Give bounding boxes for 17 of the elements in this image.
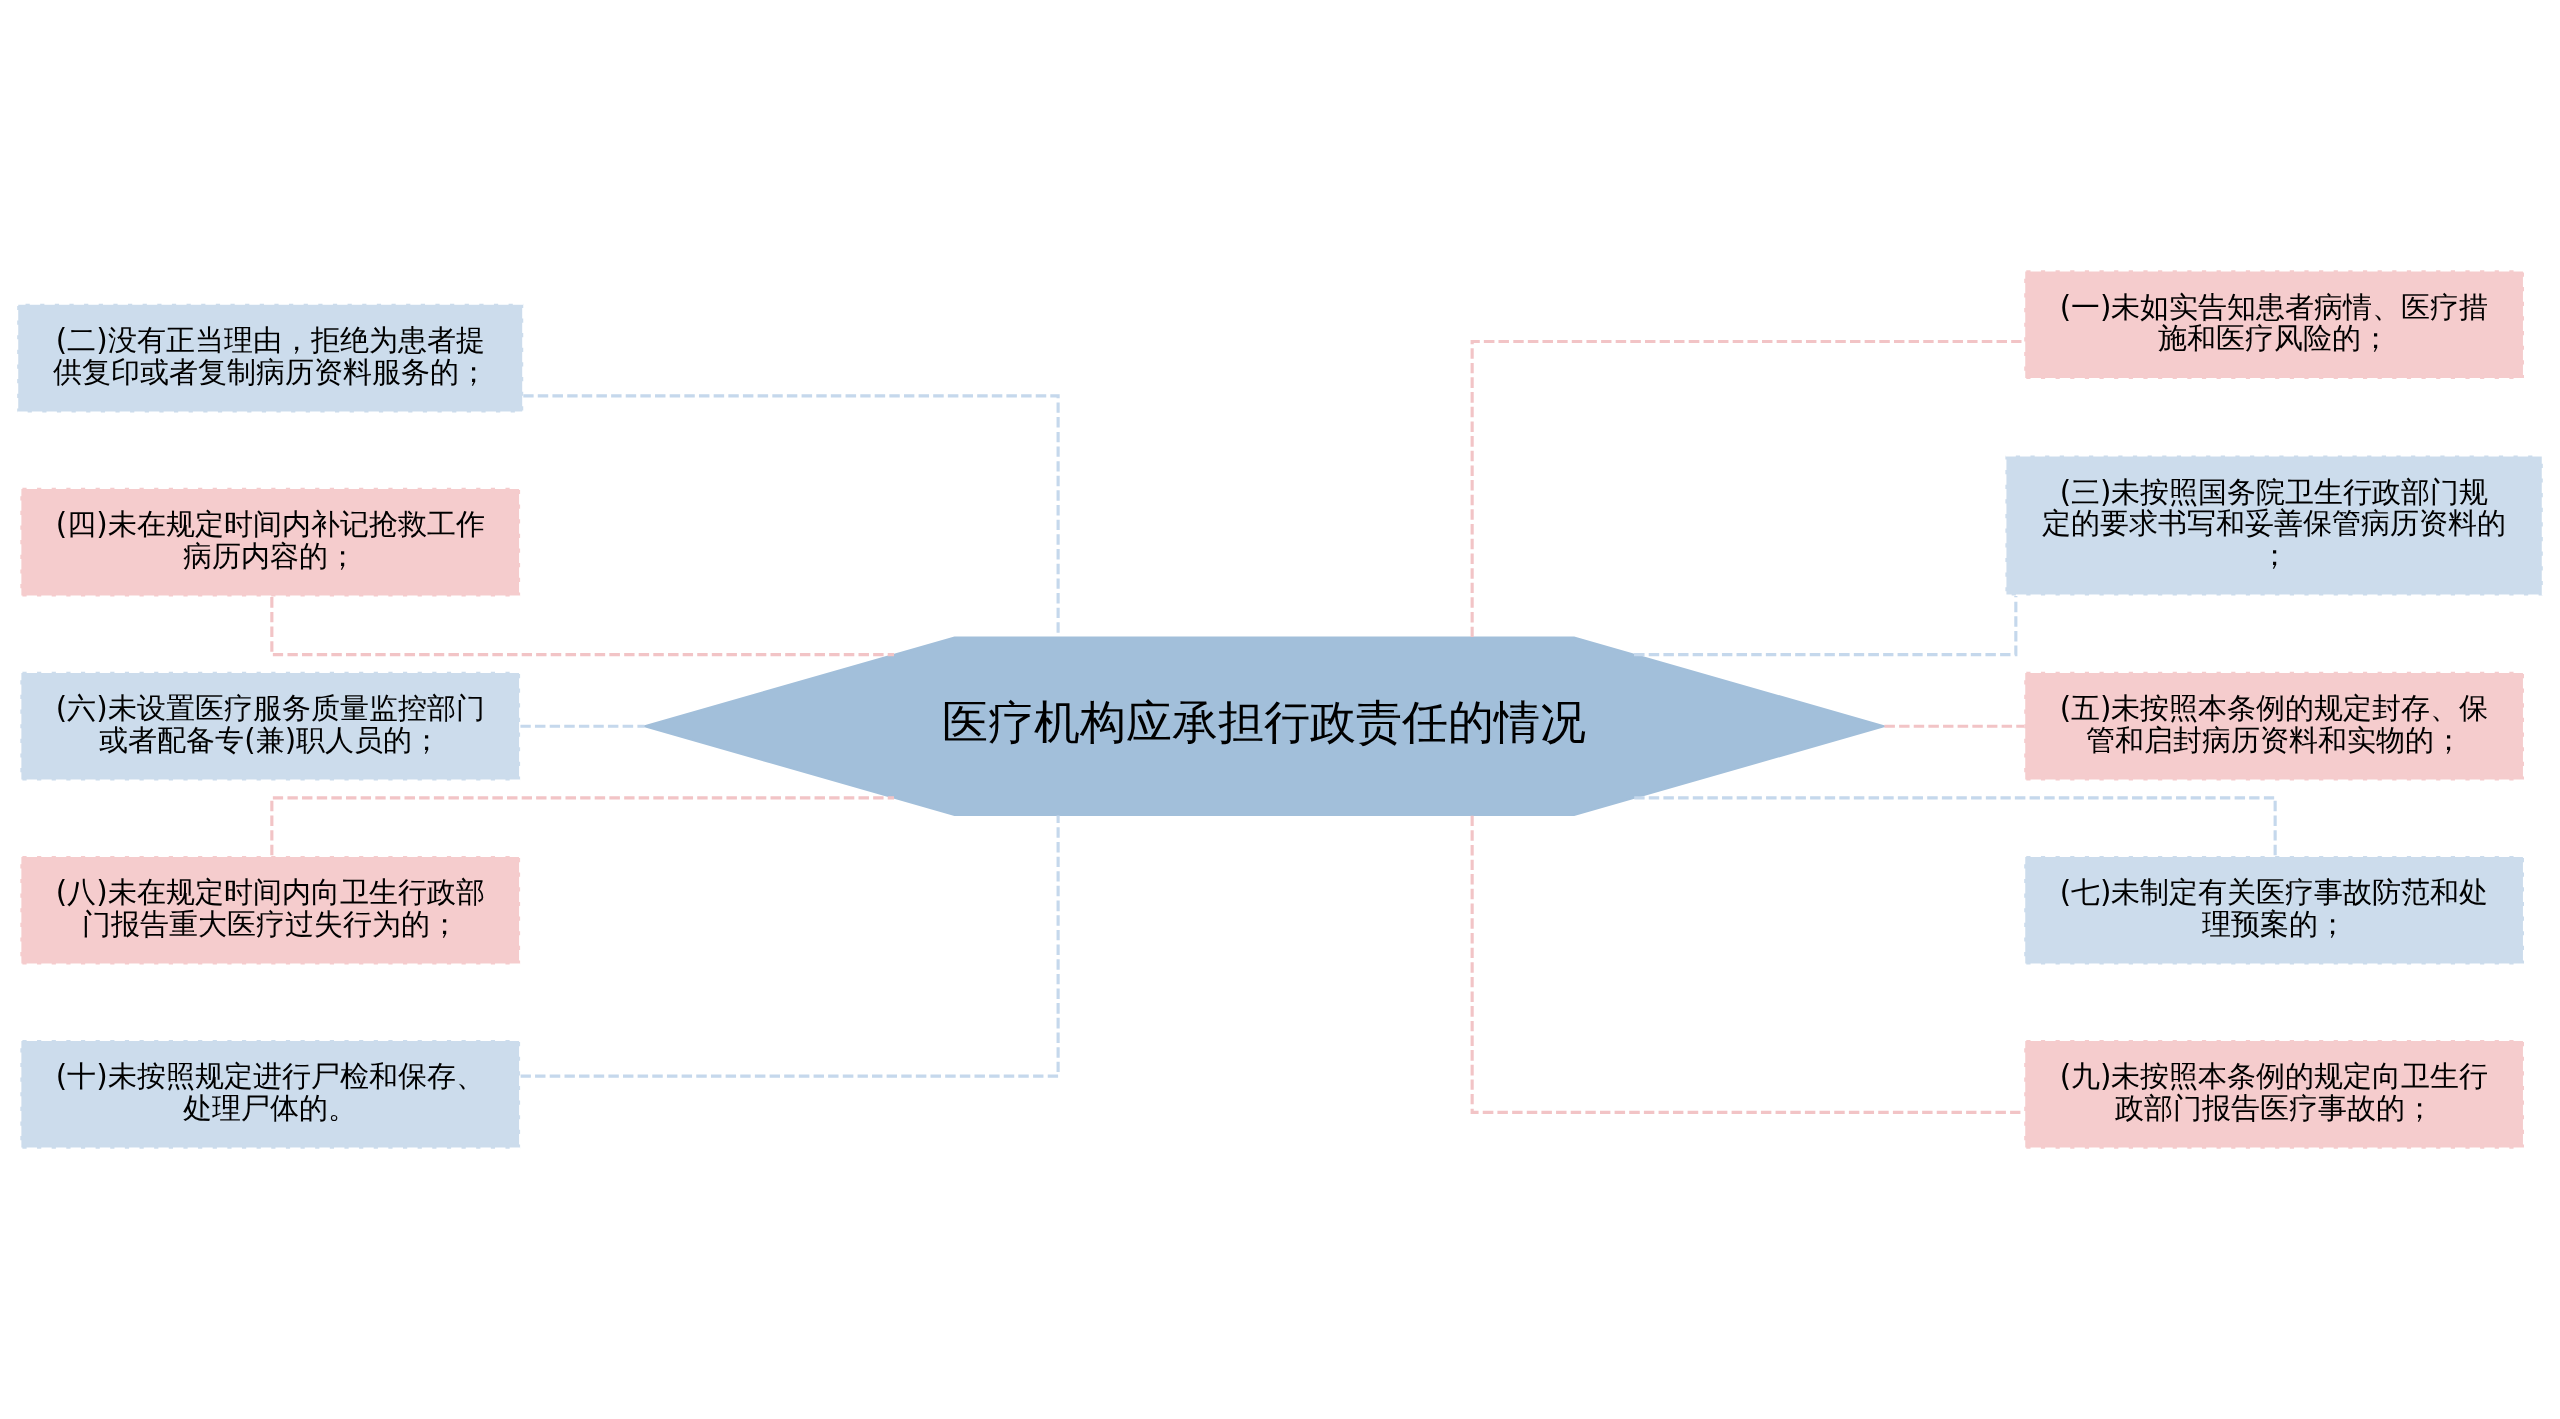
node-box: (四)未在规定时间内补记抢救工作病历内容的； (19, 486, 522, 598)
node-box: (三)未按照国务院卫生行政部门规定的要求书写和妥善保管病历资料的； (2004, 454, 2544, 597)
connector (270, 597, 895, 657)
node-box: (九)未按照本条例的规定向卫生行政部门报告医疗事故的； (2023, 1038, 2526, 1150)
connector (1634, 796, 2277, 856)
node-box: (二)没有正当理由，拒绝为患者提供复印或者复制病历资料服务的； (16, 302, 525, 414)
connector (270, 796, 895, 856)
node-box: (六)未设置医疗服务质量监控部门或者配备专(兼)职人员的； (19, 670, 522, 782)
node-box: (七)未制定有关医疗事故防范和处理预案的； (2023, 854, 2526, 966)
connector (1634, 596, 2018, 657)
connector (520, 815, 1060, 1078)
node-box: (一)未如实告知患者病情、医疗措施和医疗风险的； (2023, 269, 2526, 381)
node-box: (八)未在规定时间内向卫生行政部门报告重大医疗过失行为的； (19, 854, 522, 966)
connector (520, 724, 645, 728)
connector (1884, 724, 2025, 728)
node-box: (十)未按照规定进行尸检和保存、处理尸体的。 (19, 1038, 522, 1150)
node-box: (五)未按照本条例的规定封存、保管和启封病历资料和实物的； (2023, 670, 2526, 782)
